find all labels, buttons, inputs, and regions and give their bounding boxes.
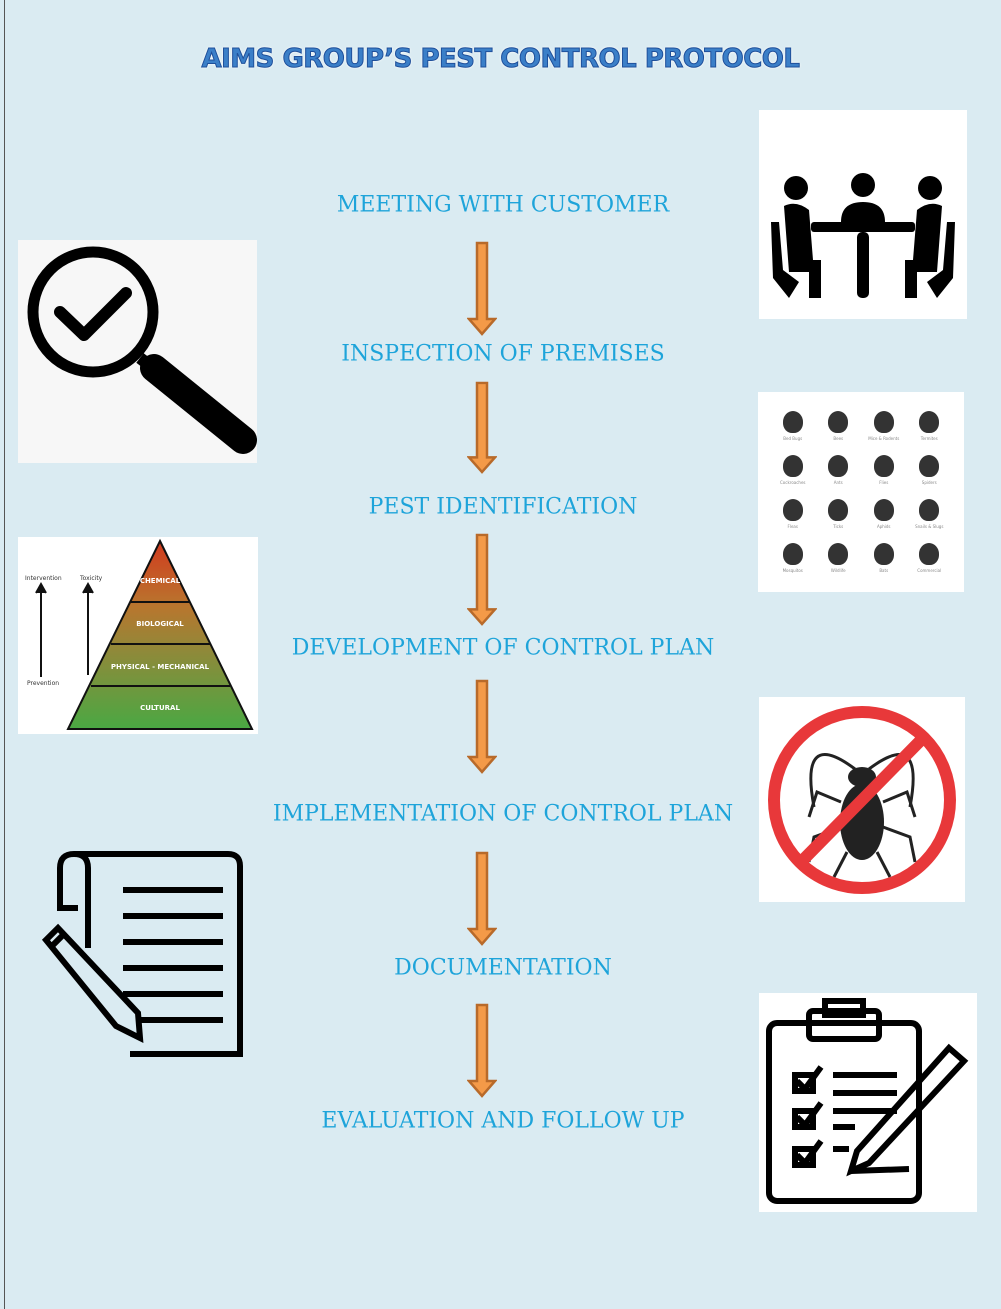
pest-icon bbox=[919, 543, 940, 565]
magnifier-check-icon bbox=[18, 240, 257, 463]
pest-label: Mice & Rodents bbox=[868, 436, 900, 441]
pyramid-level-chemical: CHEMICAL bbox=[140, 577, 181, 585]
pest-label: Bees bbox=[833, 436, 844, 441]
pest-item: Mosquitos bbox=[770, 536, 816, 580]
pest-item: Commercial bbox=[907, 536, 953, 580]
pest-icon bbox=[873, 543, 894, 565]
pest-item: Ants bbox=[816, 448, 862, 492]
down-arrow-icon bbox=[467, 679, 497, 774]
pest-label: Bed Bugs bbox=[783, 436, 803, 441]
pest-icon bbox=[873, 455, 894, 477]
pest-label: Commercial bbox=[917, 568, 942, 573]
pest-icon bbox=[828, 543, 849, 565]
pest-item: Cockroaches bbox=[770, 448, 816, 492]
page-title: AIMS GROUP’S PEST CONTROL PROTOCOL bbox=[201, 44, 800, 75]
pest-icon bbox=[873, 411, 894, 433]
pest-item: Bees bbox=[816, 404, 862, 448]
toxicity-label: Toxicity bbox=[79, 575, 103, 582]
pest-label: Wildlife bbox=[830, 568, 846, 573]
step-development: DEVELOPMENT OF CONTROL PLAN bbox=[291, 635, 715, 661]
pest-label: Snails & Slugs bbox=[915, 524, 944, 529]
pest-label: Ticks bbox=[833, 524, 844, 529]
pest-label: Cockroaches bbox=[780, 480, 806, 485]
step-implementation: IMPLEMENTATION OF CONTROL PLAN bbox=[272, 801, 734, 827]
meeting-icon bbox=[759, 110, 967, 319]
pest-label: Mosquitos bbox=[782, 568, 803, 573]
pest-label: Flies bbox=[879, 480, 889, 485]
pest-item: Wildlife bbox=[816, 536, 862, 580]
pyramid-level-cultural: CULTURAL bbox=[140, 704, 180, 712]
pest-label: Bats bbox=[879, 568, 889, 573]
pest-item: Bats bbox=[861, 536, 907, 580]
pest-icon bbox=[782, 543, 803, 565]
pest-item: Flies bbox=[861, 448, 907, 492]
pest-icon bbox=[919, 411, 940, 433]
step-documentation: DOCUMENTATION bbox=[394, 955, 612, 981]
no-cockroach-icon bbox=[759, 697, 965, 902]
down-arrow-icon bbox=[467, 381, 497, 474]
pest-label: Fleas bbox=[787, 524, 798, 529]
ipm-pyramid: CHEMICAL BIOLOGICAL PHYSICAL - MECHANICA… bbox=[18, 537, 258, 734]
pest-label: Aphids bbox=[876, 524, 891, 529]
pest-icon bbox=[828, 411, 849, 433]
intervention-label: Intervention bbox=[25, 575, 62, 582]
clipboard-checklist-icon bbox=[759, 993, 977, 1212]
pest-icon bbox=[919, 499, 940, 521]
step-identification: PEST IDENTIFICATION bbox=[368, 494, 638, 520]
pest-label: Ants bbox=[833, 480, 843, 485]
pyramid-level-biological: BIOLOGICAL bbox=[136, 620, 184, 628]
pest-item: Snails & Slugs bbox=[907, 492, 953, 536]
pest-label: Termites bbox=[920, 436, 938, 441]
pest-item: Spiders bbox=[907, 448, 953, 492]
pest-item: Bed Bugs bbox=[770, 404, 816, 448]
pest-icon bbox=[782, 411, 803, 433]
pest-icon bbox=[873, 499, 894, 521]
pest-icon bbox=[782, 455, 803, 477]
step-meeting: MEETING WITH CUSTOMER bbox=[336, 192, 670, 218]
down-arrow-icon bbox=[467, 533, 497, 626]
pest-item: Mice & Rodents bbox=[861, 404, 907, 448]
pest-item: Ticks bbox=[816, 492, 862, 536]
page-border bbox=[4, 0, 5, 1309]
down-arrow-icon bbox=[467, 241, 497, 336]
pest-label: Spiders bbox=[921, 480, 937, 485]
pest-icon bbox=[919, 455, 940, 477]
pest-item: Termites bbox=[907, 404, 953, 448]
pest-item: Aphids bbox=[861, 492, 907, 536]
pyramid-level-physical: PHYSICAL - MECHANICAL bbox=[111, 663, 210, 671]
pest-icon bbox=[828, 455, 849, 477]
down-arrow-icon bbox=[467, 1003, 497, 1098]
pest-icon bbox=[782, 499, 803, 521]
step-inspection: INSPECTION OF PREMISES bbox=[341, 341, 665, 367]
down-arrow-icon bbox=[467, 851, 497, 946]
step-evaluation: EVALUATION AND FOLLOW UP bbox=[321, 1108, 685, 1134]
prevention-label: Prevention bbox=[27, 680, 59, 687]
pest-icon bbox=[828, 499, 849, 521]
pest-item: Fleas bbox=[770, 492, 816, 536]
document-pencil-icon bbox=[28, 848, 246, 1060]
